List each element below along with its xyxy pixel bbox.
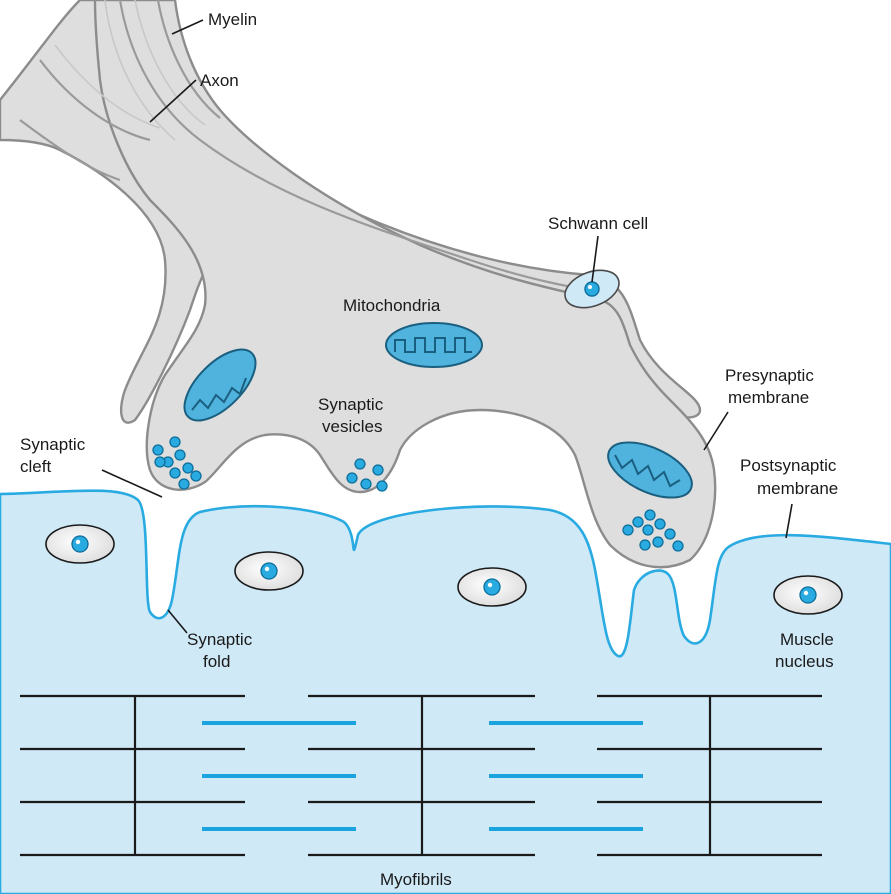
- label-myofibrils: Myofibrils: [380, 870, 452, 889]
- muscle-nucleus-1: [46, 525, 114, 563]
- label-presynaptic-1: Presynaptic: [725, 366, 814, 385]
- label-axon: Axon: [200, 71, 239, 90]
- muscle-nucleus-3: [458, 568, 526, 606]
- muscle-nucleus-2: [235, 552, 303, 590]
- label-synaptic-vesicles-1: Synaptic: [318, 395, 384, 414]
- label-muscle-nucleus-1: Muscle: [780, 630, 834, 649]
- label-muscle-nucleus-2: nucleus: [775, 652, 834, 671]
- label-synaptic-fold-2: fold: [203, 652, 230, 671]
- label-synaptic-cleft-2: cleft: [20, 457, 51, 476]
- label-synaptic-fold-1: Synaptic: [187, 630, 253, 649]
- label-mitochondria: Mitochondria: [343, 296, 441, 315]
- label-synaptic-cleft-1: Synaptic: [20, 435, 86, 454]
- label-synaptic-vesicles-2: vesicles: [322, 417, 382, 436]
- label-postsynaptic-1: Postsynaptic: [740, 456, 837, 475]
- mitochondrion-center: [386, 323, 482, 367]
- muscle-fiber: [0, 491, 891, 894]
- muscle-nucleus-4: [774, 576, 842, 614]
- label-myelin: Myelin: [208, 10, 257, 29]
- label-presynaptic-2: membrane: [728, 388, 809, 407]
- label-postsynaptic-2: membrane: [757, 479, 838, 498]
- label-schwann-cell: Schwann cell: [548, 214, 648, 233]
